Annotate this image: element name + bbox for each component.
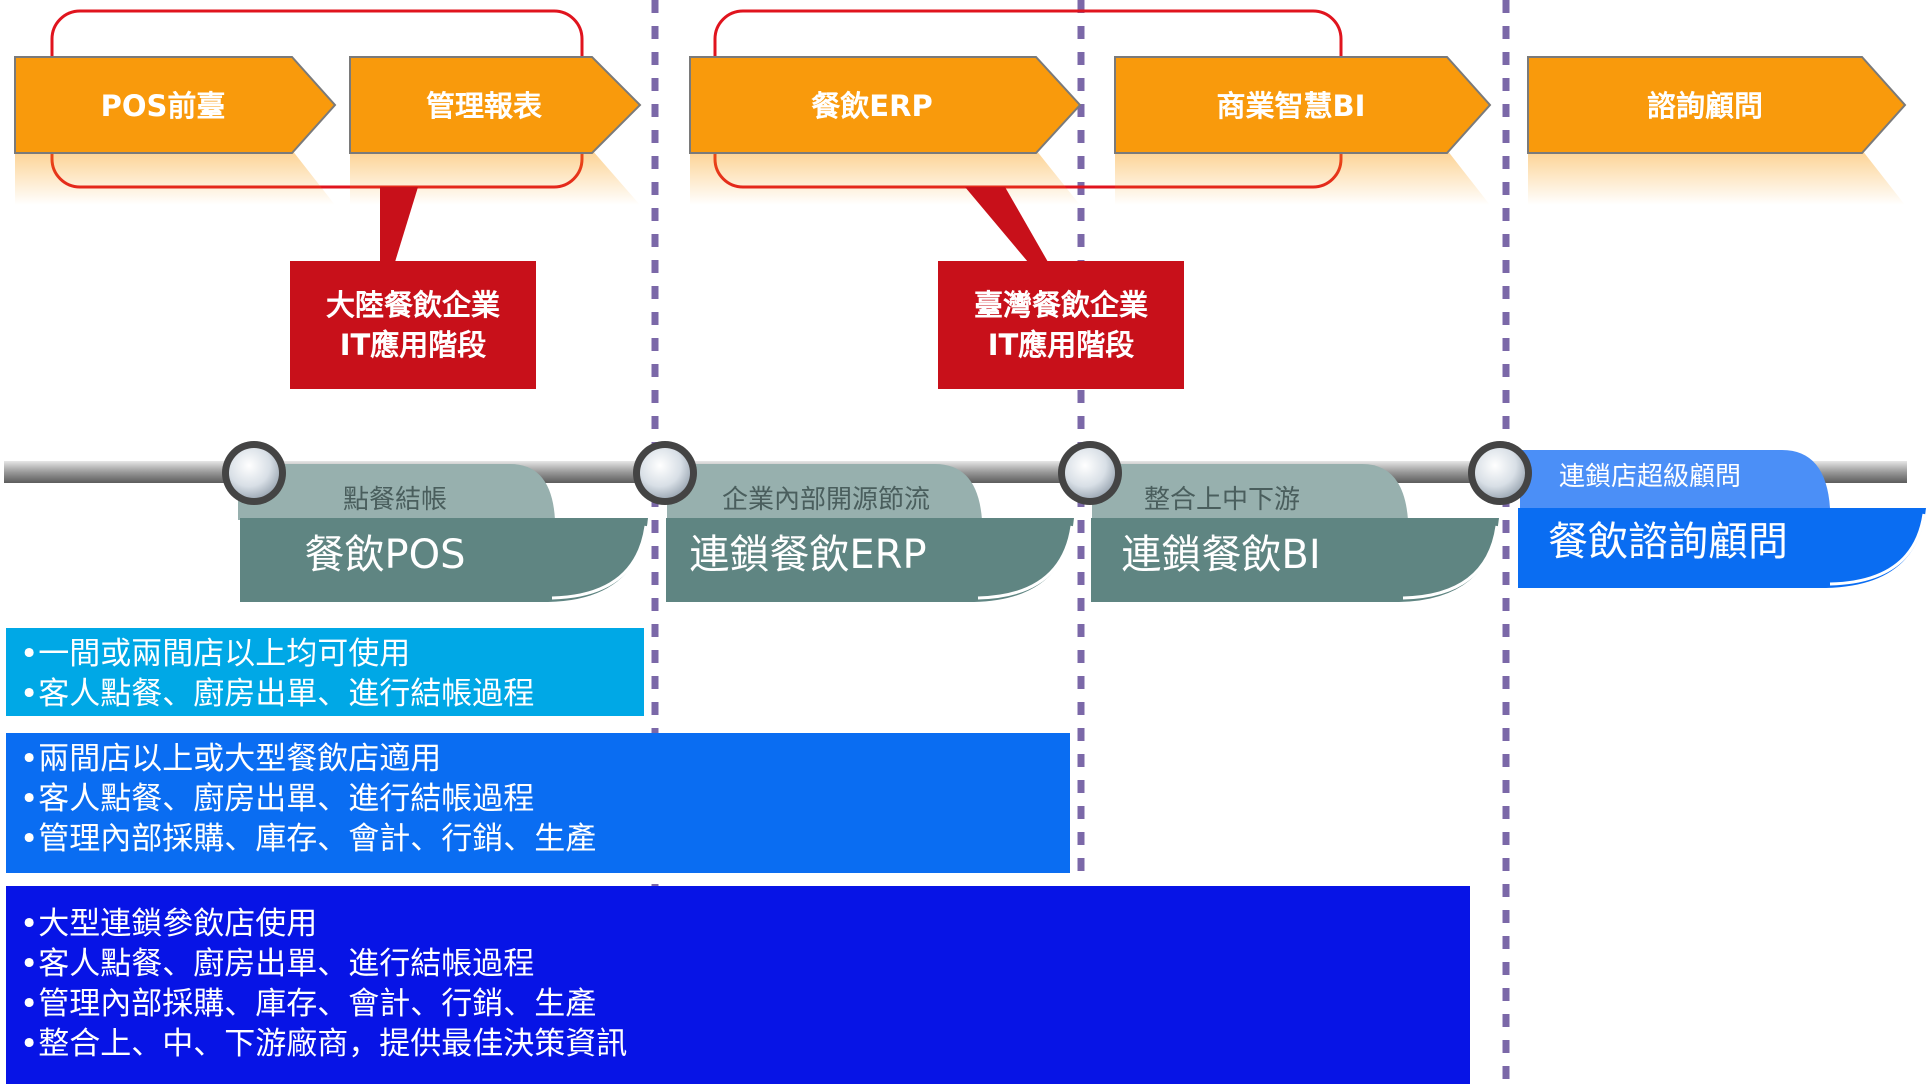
chevron-erp: 餐飲ERP [689,56,1082,154]
info-box-bi: 大型連鎖參飲店使用 客人點餐、廚房出單、進行結帳過程 管理內部採購、庫存、會計、… [6,886,1470,1084]
stage-consulting: 連鎖店超級顧問 餐飲諮詢顧問 [1518,450,1926,588]
stage-tab-label: 點餐結帳 [343,485,447,515]
chevron-label: 管理報表 [426,89,542,123]
stage-tab-label: 整合上中下游 [1144,485,1300,515]
process-chevrons: POS前臺 管理報表 餐飲ERP 商業智慧BI 諮詢顧問 [14,56,1907,154]
stage-body [240,518,648,602]
timeline-node [222,441,286,505]
info-line: 兩間店以上或大型餐飲店適用 [20,739,1070,779]
stage-title: 連鎖餐飲ERP [689,532,926,578]
callout-line-1: 臺灣餐飲企業 [974,288,1148,322]
callout-mainland: 大陸餐飲企業 IT應用階段 [290,187,536,389]
callout-line-2: IT應用階段 [988,328,1135,362]
chevron-label: POS前臺 [101,89,226,123]
chevron-label: 餐飲ERP [811,89,932,123]
timeline-nodes [222,441,1532,505]
chevron-consulting: 諮詢顧問 [1527,56,1907,154]
chevron-pos: POS前臺 [14,56,337,154]
chevron-bi: 商業智慧BI [1114,56,1492,154]
chevron-label: 諮詢顧問 [1647,89,1763,123]
info-box-pos: 一間或兩間店以上均可使用 客人點餐、廚房出單、進行結帳過程 [6,628,644,716]
stage-body [666,518,1074,602]
timeline-node [1468,441,1532,505]
info-line: 客人點餐、廚房出單、進行結帳過程 [20,944,1470,984]
callout-taiwan: 臺灣餐飲企業 IT應用階段 [938,187,1184,389]
callout-line-1: 大陸餐飲企業 [326,288,500,322]
chevron-management-report: 管理報表 [349,56,642,154]
info-line: 一間或兩間店以上均可使用 [20,634,644,674]
chevron-label: 商業智慧BI [1217,89,1366,123]
stage-title: 連鎖餐飲BI [1121,532,1320,578]
chevron-reflections [15,150,1905,205]
callout-line-2: IT應用階段 [340,328,487,362]
stage-title: 餐飲諮詢顧問 [1548,519,1788,565]
stage-tab [1520,450,1830,508]
timeline-node [1058,441,1122,505]
stage-body [1091,518,1499,602]
stage-pos: 點餐結帳 餐飲POS [238,464,648,602]
info-line: 整合上、中、下游廠商，提供最佳決策資訊 [20,1024,1470,1064]
info-line: 大型連鎖參飲店使用 [20,904,1470,944]
stage-body [1518,508,1926,588]
info-box-erp: 兩間店以上或大型餐飲店適用 客人點餐、廚房出單、進行結帳過程 管理內部採購、庫存… [6,733,1070,873]
stage-tab-label: 連鎖店超級顧問 [1559,462,1741,492]
stage-bi: 整合上中下游 連鎖餐飲BI [1091,464,1499,602]
stage-erp: 企業內部開源節流 連鎖餐飲ERP [666,464,1074,602]
stage-tab [1092,464,1408,520]
stage-tab-label: 企業內部開源節流 [722,485,930,515]
stage-title: 餐飲POS [305,532,466,578]
stage-tab [667,464,982,520]
stage-dividers [651,0,1510,1088]
info-line: 客人點餐、廚房出單、進行結帳過程 [20,779,1070,819]
info-line: 客人點餐、廚房出單、進行結帳過程 [20,674,644,714]
stage-tab [238,464,555,520]
info-line: 管理內部採購、庫存、會計、行銷、生產 [20,819,1070,859]
timeline-node [633,441,697,505]
info-line: 管理內部採購、庫存、會計、行銷、生產 [20,984,1470,1024]
